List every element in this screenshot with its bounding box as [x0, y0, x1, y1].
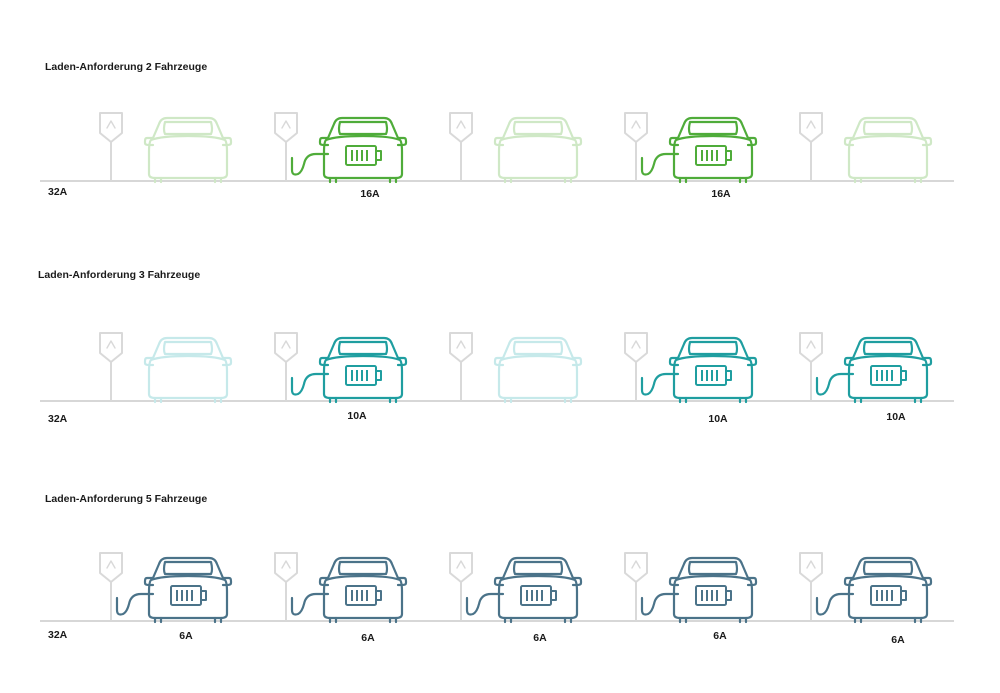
- charging-station-icon: [449, 332, 473, 401]
- charging-slot-4: [624, 112, 758, 184]
- battery-icon: [520, 585, 557, 606]
- charging-station-icon: [274, 112, 298, 181]
- charging-cable-icon: [640, 372, 680, 396]
- battery-icon: [695, 365, 732, 386]
- charging-slot-4: [624, 552, 758, 624]
- car-front-icon: [843, 336, 933, 404]
- charging-station-icon: [624, 332, 648, 401]
- battery-icon: [345, 365, 382, 386]
- car-front-icon: [668, 556, 758, 624]
- row-3-slot-2-current: 6A: [361, 632, 375, 644]
- car-front-icon: [493, 556, 583, 624]
- car-front-icon: [668, 116, 758, 184]
- battery-icon: [870, 585, 907, 606]
- charging-slot-5: [799, 552, 933, 624]
- charging-slot-1: [99, 112, 233, 184]
- car-front-icon: [843, 556, 933, 624]
- charging-slot-5: [799, 332, 933, 404]
- battery-icon: [345, 145, 382, 166]
- car-front-icon: [493, 116, 583, 184]
- car-front-icon: [318, 336, 408, 404]
- charging-slot-2: [274, 112, 408, 184]
- battery-icon: [170, 585, 207, 606]
- charging-slot-3: [449, 112, 583, 184]
- row-3-slot-4-current: 6A: [713, 630, 727, 642]
- car-front-icon: [318, 116, 408, 184]
- charging-cable-icon: [290, 152, 330, 176]
- charging-slot-1: [99, 332, 233, 404]
- row-3-slot-5-current: 6A: [891, 634, 905, 646]
- charging-slot-3: [449, 552, 583, 624]
- charging-cable-icon: [815, 592, 855, 616]
- charging-station-icon: [274, 332, 298, 401]
- row-1-title: Laden-Anforderung 2 Fahrzeuge: [45, 61, 208, 73]
- charging-cable-icon: [815, 372, 855, 396]
- row-1-slot-4-current: 16A: [711, 188, 731, 200]
- row-1-ground-line: [40, 180, 954, 182]
- charging-slot-5: [799, 112, 933, 184]
- row-3-ground-line: [40, 620, 954, 622]
- battery-icon: [695, 585, 732, 606]
- charging-slot-2: [274, 552, 408, 624]
- charging-station-icon: [624, 112, 648, 181]
- charging-cable-icon: [465, 592, 505, 616]
- row-2-title: Laden-Anforderung 3 Fahrzeuge: [38, 269, 201, 281]
- charging-slot-1: [99, 552, 233, 624]
- charging-station-icon: [624, 552, 648, 621]
- charging-station-icon: [449, 112, 473, 181]
- car-front-icon: [143, 556, 233, 624]
- charging-cable-icon: [290, 592, 330, 616]
- charging-station-icon: [799, 332, 823, 401]
- row-3-total-current: 32A: [48, 629, 68, 641]
- row-1-slot-2-current: 16A: [360, 188, 380, 200]
- row-1-total-current: 32A: [48, 186, 68, 198]
- car-front-icon: [143, 116, 233, 184]
- charging-station-icon: [274, 552, 298, 621]
- car-front-icon: [318, 556, 408, 624]
- row-2-total-current: 32A: [48, 413, 68, 425]
- charging-station-icon: [99, 552, 123, 621]
- car-front-icon: [143, 336, 233, 404]
- charging-station-icon: [799, 112, 823, 181]
- row-2-slot-4-current: 10A: [708, 413, 728, 425]
- battery-icon: [345, 585, 382, 606]
- row-3-slot-3-current: 6A: [533, 632, 547, 644]
- charging-station-icon: [799, 552, 823, 621]
- charging-slot-3: [449, 332, 583, 404]
- charging-cable-icon: [640, 592, 680, 616]
- charging-slot-4: [624, 332, 758, 404]
- row-2-slot-2-current: 10A: [347, 410, 367, 422]
- row-3-title: Laden-Anforderung 5 Fahrzeuge: [45, 493, 208, 505]
- charging-station-icon: [99, 112, 123, 181]
- charging-cable-icon: [290, 372, 330, 396]
- car-front-icon: [843, 116, 933, 184]
- charging-cable-icon: [115, 592, 155, 616]
- row-2-ground-line: [40, 400, 954, 402]
- charging-slot-2: [274, 332, 408, 404]
- charging-cable-icon: [640, 152, 680, 176]
- row-2-slot-5-current: 10A: [886, 411, 906, 423]
- car-front-icon: [493, 336, 583, 404]
- charging-station-icon: [99, 332, 123, 401]
- battery-icon: [695, 145, 732, 166]
- charging-station-icon: [449, 552, 473, 621]
- row-3-slot-1-current: 6A: [179, 630, 193, 642]
- car-front-icon: [668, 336, 758, 404]
- battery-icon: [870, 365, 907, 386]
